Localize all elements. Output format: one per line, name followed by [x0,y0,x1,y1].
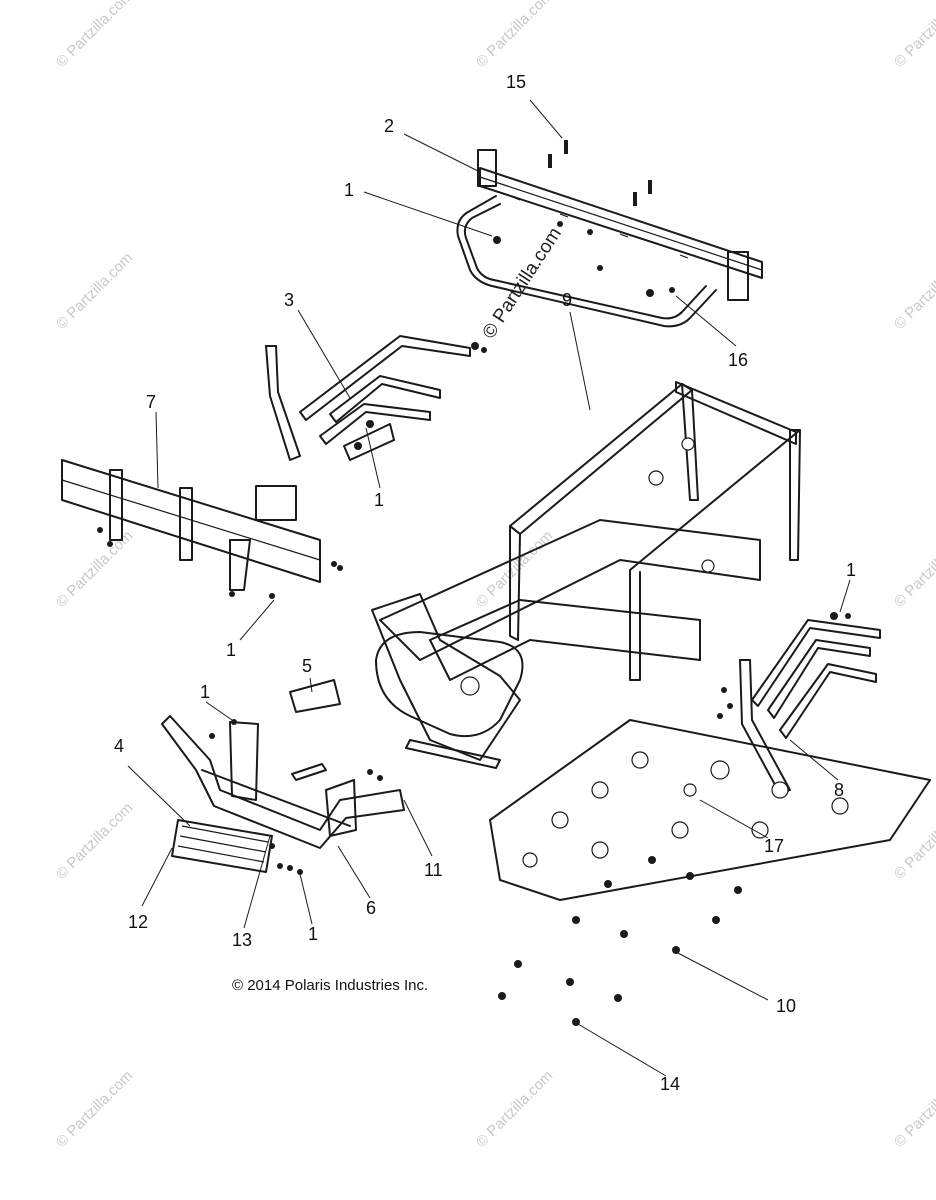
callout-16: 16 [728,350,748,370]
callout-17: 17 [764,836,784,856]
callout-1: 1 [200,682,210,702]
part-8-side-bracket [717,612,881,795]
watermark: © Partzilla.com [891,1067,936,1150]
watermark: © Partzilla.com [473,1067,556,1150]
callout-1: 1 [308,924,318,944]
part-3-support-bracket [265,335,487,461]
part-17-skid-plate [489,719,931,901]
watermark: © Partzilla.com [891,249,936,332]
part-4-grille [171,819,273,873]
watermark: © Partzilla.com [53,799,136,882]
callout-9: 9 [562,290,572,310]
callout-10: 10 [776,996,796,1016]
callout-7: 7 [146,392,156,412]
part-2-rear-crossmember [456,140,763,328]
callout-5: 5 [302,656,312,676]
fasteners [209,719,742,1026]
part-9-main-frame [371,381,801,769]
watermark: © Partzilla.com [53,1067,136,1150]
callouts: 15 2 1 16 3 9 7 1 1 1 5 1 4 8 11 17 6 12… [114,72,856,1094]
callout-2: 2 [384,116,394,136]
callout-1: 1 [344,180,354,200]
watermark: © Partzilla.com [891,527,936,610]
callout-6: 6 [366,898,376,918]
leader-lines [127,99,851,1077]
part-5-cover [289,679,341,781]
callout-1: 1 [226,640,236,660]
callout-8: 8 [834,780,844,800]
callout-12: 12 [128,912,148,932]
center-watermark: © Partzilla.com [479,224,566,343]
watermark: © Partzilla.com [891,0,936,71]
callout-13: 13 [232,930,252,950]
callout-4: 4 [114,736,124,756]
watermark: © Partzilla.com [53,0,136,71]
callout-14: 14 [660,1074,680,1094]
callout-1: 1 [846,560,856,580]
watermark: © Partzilla.com [53,527,136,610]
copyright-text: © 2014 Polaris Industries Inc. [232,977,428,994]
callout-1: 1 [374,490,384,510]
watermark: © Partzilla.com [891,799,936,882]
watermark: © Partzilla.com [53,249,136,332]
part-11-front-bumper [161,715,405,849]
callout-3: 3 [284,290,294,310]
watermark: © Partzilla.com [473,0,556,71]
callout-15: 15 [506,72,526,92]
part-7-front-crossmember [61,459,343,599]
callout-11: 11 [424,860,443,880]
